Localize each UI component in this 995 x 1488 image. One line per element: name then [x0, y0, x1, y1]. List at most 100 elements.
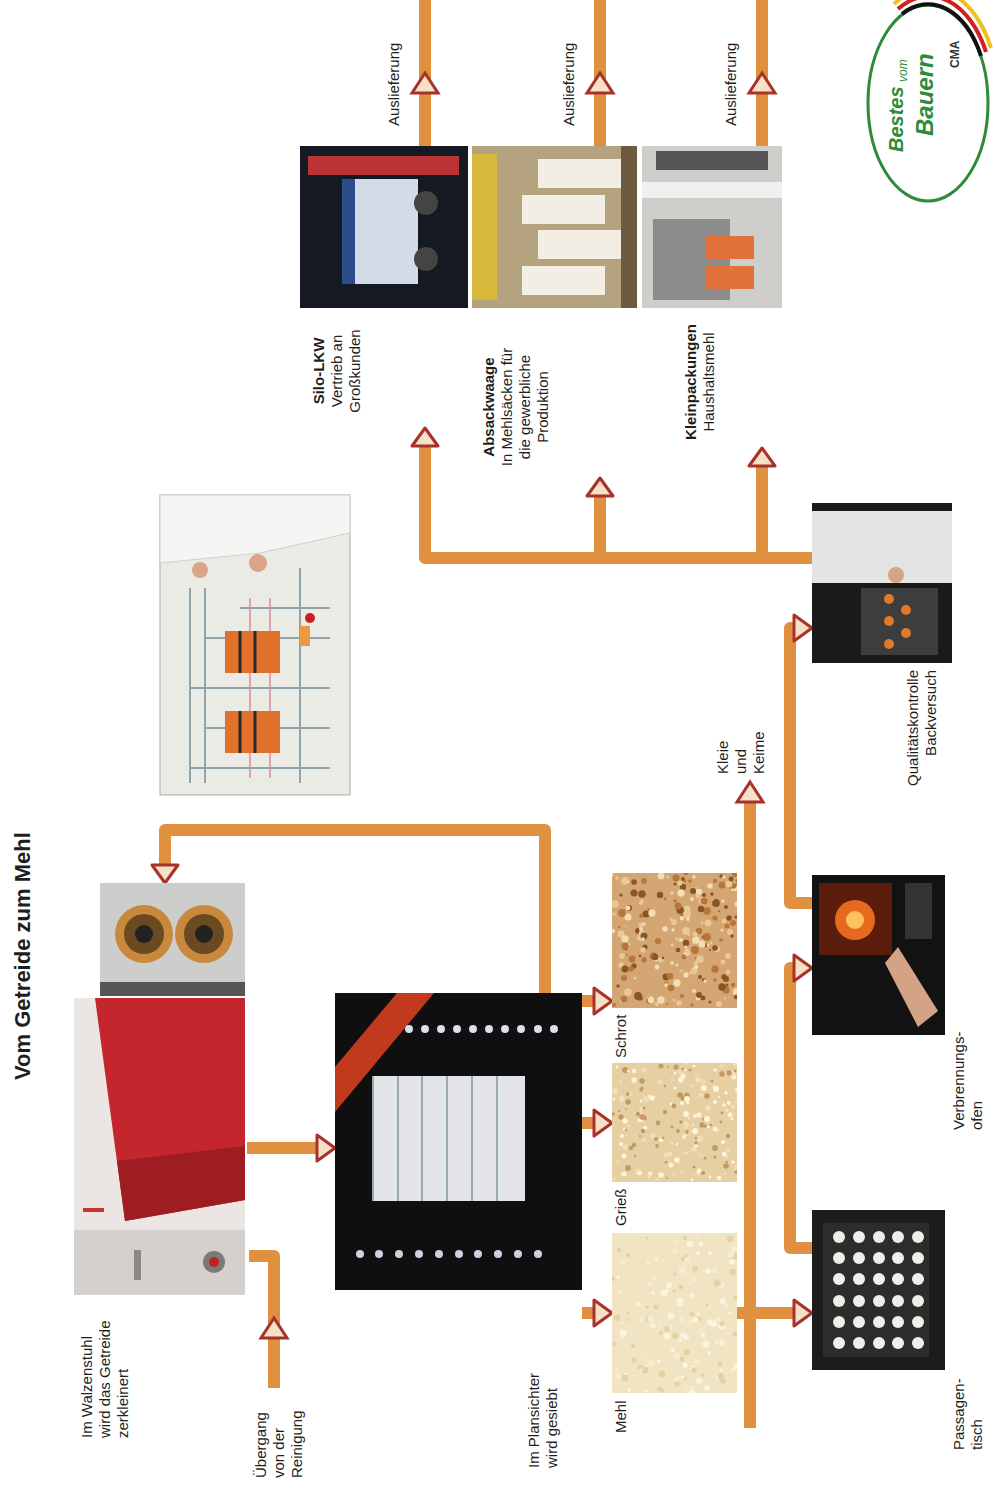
art-detail	[710, 1124, 713, 1127]
art-detail	[697, 1169, 702, 1174]
art-detail	[709, 1256, 711, 1258]
art-detail	[632, 1069, 636, 1073]
art-detail	[676, 964, 679, 967]
art-detail	[631, 1344, 635, 1348]
caption-block: Passagen- tisch	[950, 1360, 986, 1450]
art-detail	[733, 1295, 737, 1301]
art-detail	[692, 875, 695, 878]
art-detail	[639, 1078, 645, 1084]
art-detail	[701, 922, 704, 925]
art-detail	[892, 1273, 904, 1285]
art-detail	[735, 1088, 737, 1092]
art-detail	[160, 495, 350, 563]
arrow-head	[749, 448, 775, 466]
art-detail	[375, 1250, 383, 1258]
art-detail	[612, 912, 616, 916]
arrow-head	[317, 1135, 335, 1161]
art-detail	[712, 899, 720, 907]
art-detail	[658, 1387, 663, 1392]
art-detail	[666, 1282, 672, 1288]
art-detail	[692, 1317, 698, 1323]
art-detail	[627, 1070, 629, 1072]
station-photo	[612, 873, 737, 1008]
art-detail	[703, 1269, 706, 1272]
art-detail	[654, 1305, 659, 1310]
art-detail	[671, 928, 675, 932]
art-detail	[674, 1273, 677, 1276]
caption-heading: Absackwaage	[480, 336, 498, 478]
logo-word: CMA	[948, 41, 962, 68]
art-detail	[711, 965, 719, 973]
art-detail	[720, 1065, 723, 1068]
art-detail	[721, 974, 726, 979]
art-detail	[673, 882, 676, 885]
pipe-line	[762, 457, 812, 558]
art-detail	[695, 1137, 697, 1139]
caption-block: KleinpackungenHaushaltsmehl	[682, 316, 718, 448]
art-detail	[689, 1390, 696, 1393]
art-detail	[414, 247, 438, 271]
art-detail	[190, 568, 330, 783]
station-photo	[612, 1063, 737, 1182]
art-detail	[673, 1064, 678, 1069]
art-detail	[684, 880, 687, 883]
art-detail	[617, 1248, 621, 1252]
art-detail	[485, 1025, 493, 1033]
art-detail	[618, 1110, 620, 1112]
art-detail	[884, 594, 894, 604]
art-detail	[637, 1302, 641, 1306]
art-detail	[683, 910, 691, 918]
art-detail	[719, 1071, 724, 1076]
art-detail	[729, 877, 734, 882]
art-detail	[637, 1364, 643, 1370]
art-detail	[673, 1174, 676, 1177]
art-detail	[730, 934, 734, 938]
art-detail	[494, 1250, 502, 1258]
art-detail	[716, 1317, 721, 1322]
art-detail	[708, 1251, 712, 1255]
art-detail	[637, 995, 643, 1001]
art-detail	[722, 1103, 726, 1107]
art-detail	[658, 1080, 663, 1085]
art-detail	[638, 890, 646, 898]
art-detail	[659, 1331, 663, 1335]
art-detail	[612, 873, 614, 876]
art-detail	[728, 1311, 731, 1314]
art-detail	[727, 1332, 730, 1335]
art-detail	[618, 1290, 623, 1295]
arrow-head	[412, 428, 438, 446]
caption-block: Qualitätskontrolle Backversuch	[904, 670, 940, 838]
art-detail	[646, 1237, 649, 1240]
art-detail	[812, 1210, 945, 1370]
art-detail	[672, 1104, 677, 1109]
art-detail	[664, 1333, 670, 1339]
logo-word: Bauern	[911, 53, 939, 136]
station-photo	[642, 146, 782, 308]
art-detail	[710, 942, 713, 945]
art-detail	[667, 973, 673, 979]
art-detail	[712, 1268, 718, 1274]
art-detail	[712, 945, 718, 951]
art-detail	[676, 1129, 680, 1133]
art-detail	[612, 1063, 737, 1182]
pipe-connector	[737, 1300, 812, 1326]
art-detail	[175, 905, 233, 963]
art-detail	[676, 1143, 678, 1145]
art-detail	[688, 1117, 690, 1119]
art-detail	[522, 195, 605, 224]
art-detail	[693, 1065, 696, 1068]
art-detail	[305, 613, 315, 623]
art-detail	[684, 1122, 689, 1127]
photo-station: Qualitätskontrolle Backversuch	[812, 503, 952, 838]
art-detail	[714, 1280, 721, 1287]
art-detail	[724, 1172, 726, 1174]
bran-pipe	[737, 782, 763, 1428]
art-detail	[680, 1101, 684, 1105]
art-detail	[732, 873, 737, 877]
art-detail	[727, 1236, 733, 1242]
art-detail	[687, 1241, 693, 1247]
art-detail	[678, 881, 683, 886]
art-detail	[684, 1349, 691, 1356]
art-detail	[894, 0, 991, 48]
art-detail	[621, 935, 628, 942]
